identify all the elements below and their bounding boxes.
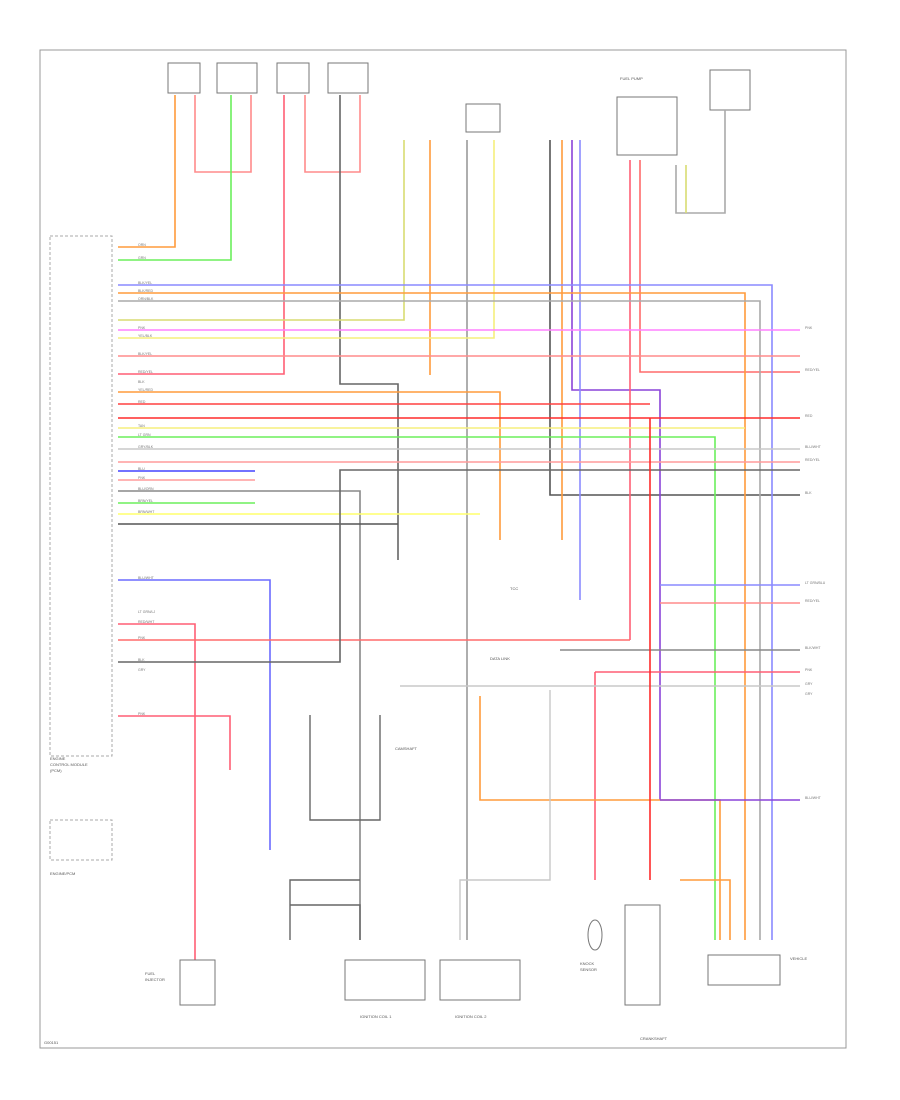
vss-label: VEHICLE <box>790 956 807 961</box>
footer-code: G00151 <box>44 1040 59 1045</box>
edge-label: GRY <box>805 692 813 696</box>
fuel-injector-label-2: INJECTOR <box>145 977 165 982</box>
edge-label: BLU/WHT <box>805 796 822 800</box>
edge-label: RED/YEL <box>805 368 820 372</box>
tcc-label: TCC <box>510 586 518 591</box>
edge-label: LT GRN/BLU <box>805 581 826 585</box>
pcm-label-2: CONTROL MODULE <box>50 762 88 767</box>
edge-label: PNK <box>805 668 813 672</box>
wire-label: RED <box>138 400 146 404</box>
pcm-wire-labels: ORN GRN BLK/YEL BLK/RED ORN/BLK PNK YEL/… <box>138 243 155 716</box>
wire-label: YEL/BLK <box>138 334 153 338</box>
bottom-components <box>179 904 781 1006</box>
wire-label: ORN/BLK <box>138 297 154 301</box>
wire-label: GRY <box>138 668 146 672</box>
pcm-bottom-connector <box>707 954 781 986</box>
wire-label: BLU/ORN <box>138 487 154 491</box>
data-link-label: DATA LINK <box>490 656 510 661</box>
ignition-coil-1-label: IGNITION COIL 1 <box>360 1014 392 1019</box>
wire-label: PNK <box>138 476 146 480</box>
edge-label: GRY <box>805 682 813 686</box>
fuel-pump-relay-label: FUEL PUMP <box>620 76 643 81</box>
edge-label: BLK/WHT <box>805 646 821 650</box>
ignition-wires <box>289 690 551 940</box>
wire-label: RED/YEL <box>138 370 153 374</box>
edge-label: BLU/WHT <box>805 445 822 449</box>
wire-label: PNK <box>138 636 146 640</box>
pcm-horizontal-wires <box>118 284 800 960</box>
wire-label: RED/WHT <box>138 620 155 624</box>
wire-label: ORN <box>138 243 146 247</box>
ignition-coil-2-box <box>439 959 521 1001</box>
fuel-injector-body <box>179 959 216 1006</box>
knock-sensor-body <box>587 919 603 951</box>
pcm-label: ENGINE <box>50 756 66 761</box>
knock-sensor-label-2: SENSOR <box>580 967 597 972</box>
wire-label: BRN/YEL <box>138 499 153 503</box>
right-side-wires <box>400 418 800 940</box>
wire-label: YEL/RED <box>138 388 153 392</box>
right-edge-labels: PNK RED/YEL RED BLU/WHT RED/YEL BLK LT G… <box>805 326 826 800</box>
ignition-coil-2-label: IGNITION COIL 2 <box>455 1014 487 1019</box>
ckp-sensor-label: CRANKSHAFT <box>640 1036 668 1041</box>
wire-label: BLK <box>138 380 145 384</box>
top-sensor-group <box>167 62 751 156</box>
camshaft-sensor-label: CAMSHAFT <box>395 746 418 751</box>
wire-label: PNK <box>138 712 146 716</box>
top-vertical-wires <box>118 95 800 940</box>
pcm-label-3: (PCM) <box>50 768 62 773</box>
diagram-frame <box>39 49 847 1049</box>
wire-label: TAN <box>138 424 145 428</box>
wire-label: BLU <box>138 467 145 471</box>
wire-label: PNK <box>138 326 146 330</box>
wire-label: BLU/WHT <box>138 576 155 580</box>
edge-label: RED <box>805 414 813 418</box>
wire-label: GRN <box>138 256 146 260</box>
wire-label: BLK/YEL <box>138 281 152 285</box>
wire-label: LT GRN <box>138 433 151 437</box>
wire-label: LT GRN/LJ <box>138 610 155 614</box>
edge-label: RED/YEL <box>805 599 820 603</box>
ground-label: ENGINE/PCM <box>50 871 75 876</box>
ckp-sensor-body <box>624 904 661 1006</box>
edge-label: RED/YEL <box>805 458 820 462</box>
knock-sensor-label: KNOCK <box>580 961 595 966</box>
wire-label: GRY/BLK <box>138 445 154 449</box>
wire-label: BRN/WHT <box>138 510 155 514</box>
fuel-injector-label: FUEL <box>145 971 156 976</box>
ignition-coil-1-box <box>344 959 426 1001</box>
wire-label: BLK <box>138 658 145 662</box>
pcm-outline-lower <box>49 819 113 861</box>
pcm-outline <box>49 235 113 757</box>
wire-label: BLK/YEL <box>138 352 152 356</box>
edge-label: BLK <box>805 491 812 495</box>
wire-label: BLK/RED <box>138 289 153 293</box>
edge-label: PNK <box>805 326 813 330</box>
